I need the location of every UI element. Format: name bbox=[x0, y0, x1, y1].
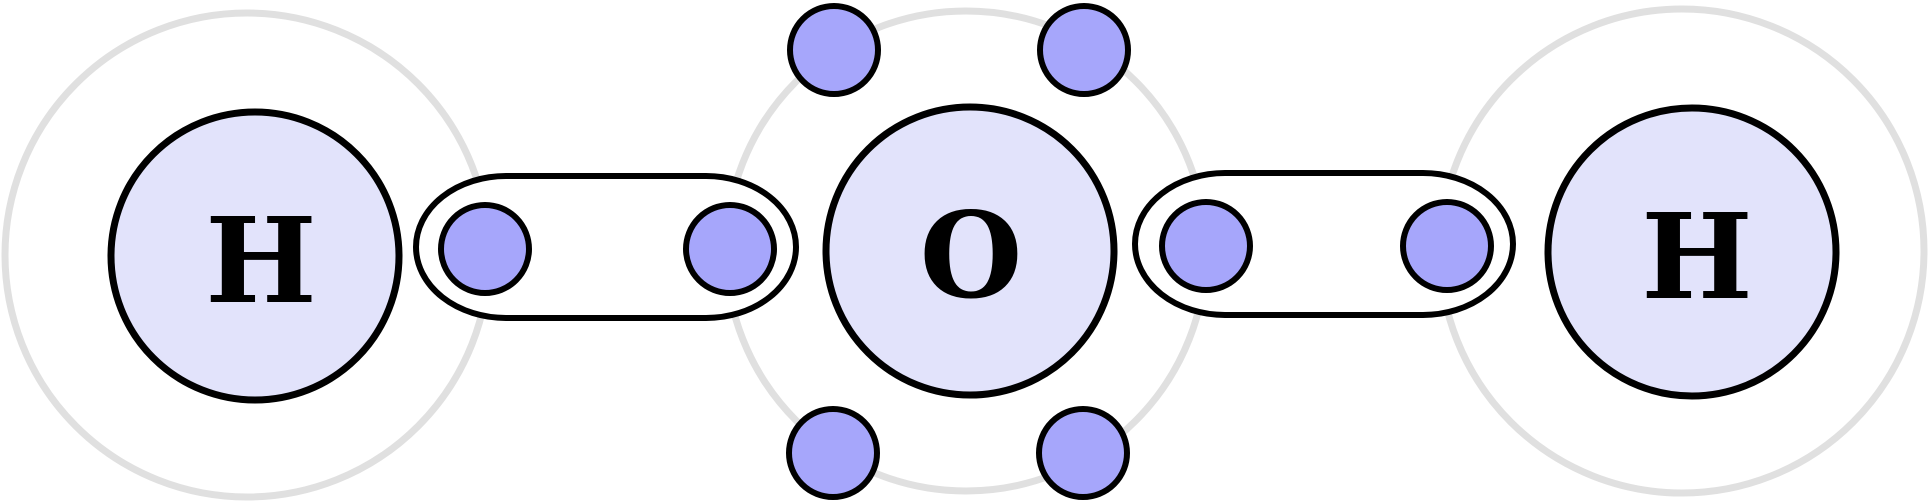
lone-electron-bottom-right bbox=[1036, 406, 1130, 500]
bonds bbox=[413, 170, 1516, 321]
lone-pair-electrons bbox=[786, 3, 1131, 500]
hydrogen-right-nucleus bbox=[1544, 104, 1840, 400]
bond-left bbox=[413, 173, 799, 321]
lone-electron-top-left bbox=[787, 3, 881, 97]
hydrogen-left-nucleus bbox=[107, 108, 403, 404]
atom-labels: H O H bbox=[205, 186, 1753, 330]
hydrogen-left-label: H bbox=[205, 191, 317, 330]
oxygen-nucleus bbox=[822, 103, 1118, 399]
bond-left-electron-2 bbox=[683, 202, 777, 296]
oxygen-label: O bbox=[920, 186, 1023, 325]
nuclei bbox=[107, 103, 1840, 404]
bond-left-electron-1 bbox=[438, 202, 532, 296]
hydrogen-right-label: H bbox=[1641, 187, 1753, 326]
lone-electron-top-right bbox=[1037, 3, 1131, 97]
bond-right-electron-2 bbox=[1400, 199, 1494, 293]
bond-right bbox=[1132, 170, 1516, 318]
bond-right-electron-1 bbox=[1159, 199, 1253, 293]
lone-electron-bottom-left bbox=[786, 406, 880, 500]
